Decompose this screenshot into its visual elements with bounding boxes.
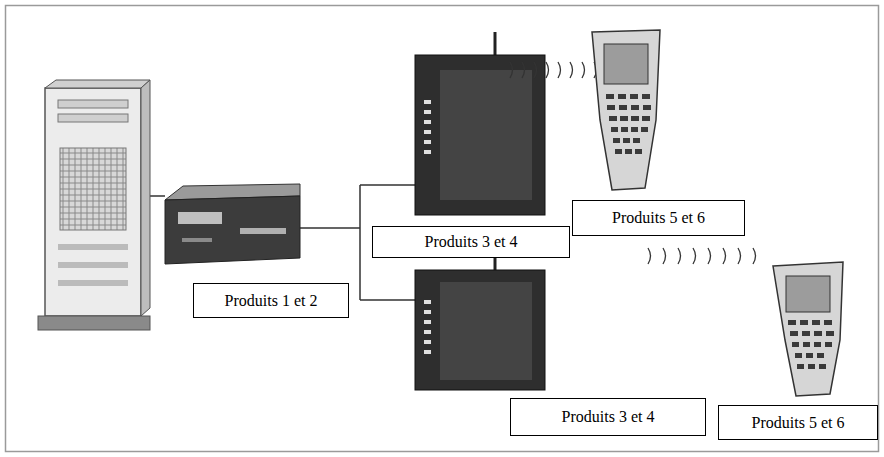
radio-waves xyxy=(510,62,597,78)
product-label: Produits 3 et 4 xyxy=(562,408,655,426)
product-label: Produits 1 et 2 xyxy=(225,292,318,310)
controller-device xyxy=(165,184,300,264)
server-tower xyxy=(38,80,150,330)
handheld-terminal xyxy=(592,30,660,190)
radio-waves xyxy=(648,248,756,264)
frame xyxy=(6,6,879,452)
product-label: Produits 5 et 6 xyxy=(612,209,705,227)
product-label: Produits 5 et 6 xyxy=(752,414,845,432)
product-label: Produits 3 et 4 xyxy=(425,233,518,251)
access-point xyxy=(415,242,545,390)
product-label-box: Produits 5 et 6 xyxy=(718,405,878,440)
handheld-terminal xyxy=(773,262,843,396)
product-label-box: Produits 1 et 2 xyxy=(193,283,349,318)
product-label-box: Produits 5 et 6 xyxy=(572,200,745,236)
product-label-box: Produits 3 et 4 xyxy=(372,226,570,258)
product-label-box: Produits 3 et 4 xyxy=(510,398,706,436)
access-point xyxy=(415,32,545,215)
